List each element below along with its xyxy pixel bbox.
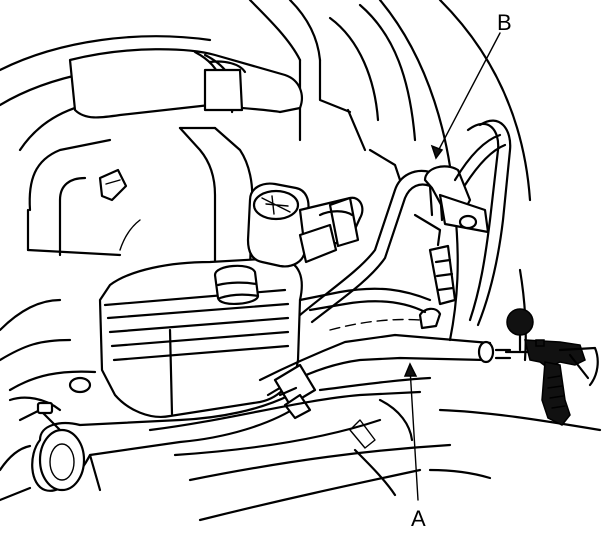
vacuum-lines — [148, 119, 602, 522]
hose-clamp — [213, 264, 260, 305]
callout-b-label: B — [497, 10, 512, 35]
lower-bracket — [0, 376, 92, 502]
hose-clip-left — [98, 168, 128, 202]
lower-hose — [31, 393, 302, 492]
callout-a-label: A — [411, 506, 426, 531]
upper-hose — [68, 48, 303, 274]
purge-valve — [246, 182, 364, 268]
hand-vacuum-pump-icon — [494, 308, 599, 426]
leader-lines — [403, 32, 501, 501]
